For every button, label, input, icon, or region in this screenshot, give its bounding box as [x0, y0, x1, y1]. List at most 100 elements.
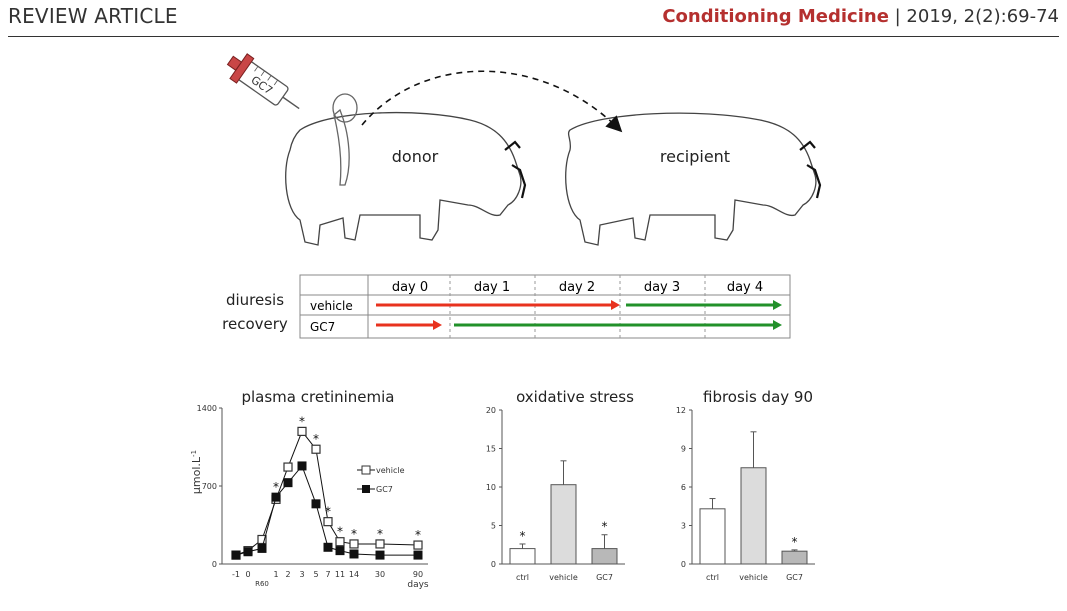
timeline-table: diuresis recovery day 0 day 1 day 2 day … [222, 274, 791, 339]
chart1-point-vehicle [257, 534, 267, 545]
chart2-ytick-label: 5 [491, 522, 496, 531]
chart3-xtick-label: ctrl [706, 573, 719, 582]
chart2-bar [509, 548, 536, 565]
chart3-xtick-label: vehicle [739, 573, 768, 582]
chart1-significance: * [313, 432, 319, 446]
recipient-label: recipient [660, 147, 730, 166]
chart1-point-gc7 [413, 550, 423, 560]
gc7-red-arrow-head [433, 320, 442, 330]
timeline-row-vehicle: vehicle [310, 299, 353, 313]
chart2-ytick-label: 15 [486, 445, 496, 454]
chart1-point-vehicle [349, 539, 359, 549]
chart1-significance: * [351, 527, 357, 541]
chart3-ytick-label: 6 [681, 483, 686, 492]
chart1-point-gc7 [231, 550, 241, 560]
chart1-xtick-label: 5 [313, 570, 318, 579]
chart1-xtick-label: 3 [299, 570, 304, 579]
timeline-label-diuresis: diuresis [226, 291, 284, 309]
chart1-title: plasma cretininemia [241, 388, 394, 406]
chart1-point-gc7 [375, 550, 385, 560]
chart1-significance: * [299, 414, 305, 428]
journal-name: Conditioning Medicine [662, 6, 889, 27]
chart1-point-vehicle [297, 426, 307, 436]
chart2-ytick-label: 0 [491, 560, 496, 569]
chart1-xtick-label: -1 [232, 570, 240, 579]
chart1-xtick-label: 14 [349, 570, 359, 579]
chart3-ytick-label: 12 [676, 406, 686, 415]
timeline-day-0: day 0 [392, 280, 428, 295]
vehicle-red-arrow-head [611, 300, 620, 310]
chart1-point-gc7 [323, 542, 333, 552]
chart3-bar [740, 467, 767, 565]
transplant-arrow [361, 70, 623, 133]
timeline-row-gc7: GC7 [310, 320, 335, 334]
chart3-title: fibrosis day 90 [703, 388, 813, 406]
citation-text: 2019, 2(2):69-74 [906, 6, 1059, 27]
timeline-day-3: day 3 [644, 280, 680, 295]
chart3-bar [781, 550, 808, 565]
chart1-xtick-label: 90 [413, 570, 423, 579]
section-label: REVIEW ARTICLE [8, 4, 178, 28]
chart3-significance: * [792, 535, 798, 549]
chart1-xtick-label: 2 [285, 570, 290, 579]
chart1-point-vehicle [311, 444, 321, 454]
chart2-xtick-label: vehicle [549, 573, 578, 582]
chart2-ytick-label: 20 [486, 406, 496, 415]
chart1-xtick-label: 1 [273, 570, 278, 579]
chart1-point-vehicle [323, 517, 333, 527]
gc7-green-arrow-head [773, 320, 782, 330]
recipient-pig [565, 112, 822, 246]
chart1-point-gc7 [297, 461, 307, 471]
chart1-point-gc7 [243, 547, 253, 557]
chart3-ytick-label: 3 [681, 522, 686, 531]
chart1-point-gc7 [335, 546, 345, 556]
chart3-ytick-label: 9 [681, 445, 686, 454]
syringe: GC7 [226, 53, 300, 110]
chart1-significance: * [337, 525, 343, 539]
chart1-xtick-label: 7 [325, 570, 330, 579]
chart1-point-gc7 [257, 543, 267, 553]
chart2-bar [550, 484, 577, 565]
chart1-ytick-label: 0 [212, 560, 217, 569]
chart1-point-vehicle [335, 537, 345, 547]
chart3-xtick-label: GC7 [786, 573, 803, 582]
chart2-xtick-label: ctrl [516, 573, 529, 582]
chart2-title: oxidative stress [516, 388, 634, 406]
timeline-border [299, 274, 791, 339]
header-rule [8, 36, 1059, 37]
chart2-significance: * [602, 520, 608, 534]
chart1-y-label-sup: -1 [190, 450, 198, 457]
legend-vehicle-marker [361, 465, 371, 475]
chart1-xtick-label: 30 [375, 570, 385, 579]
citation-separator: | [888, 6, 907, 27]
timeline-day-2: day 2 [559, 280, 595, 295]
chart1-point-vehicle [375, 539, 385, 549]
chart1-significance: * [325, 505, 331, 519]
chart1-significance: * [377, 527, 383, 541]
legend-gc7-label: GC7 [376, 485, 393, 494]
chart1-point-gc7 [271, 492, 281, 502]
legend-gc7-marker [362, 485, 370, 493]
timeline-day-1: day 1 [474, 280, 510, 295]
chart1-significance: * [415, 528, 421, 542]
chart2-bar [591, 548, 618, 565]
chart3-bar [699, 508, 726, 565]
chart1-xtick-label: 0 [245, 570, 250, 579]
chart1-point-vehicle [413, 540, 423, 550]
legend-vehicle-label: vehicle [376, 466, 405, 475]
journal-citation: Conditioning Medicine | 2019, 2(2):69-74 [662, 6, 1059, 27]
chart1-ytick-label: 700 [202, 482, 217, 491]
chart1-xtick-label: 11 [335, 570, 345, 579]
timeline-label-recovery: recovery [222, 315, 288, 333]
chart1-significance: * [273, 480, 279, 494]
timeline-day-4: day 4 [727, 280, 763, 295]
chart2-ytick-label: 10 [486, 483, 496, 492]
chart1-point-vehicle [283, 462, 293, 472]
chart2-significance: * [520, 529, 526, 543]
chart1-ytick-label: 1400 [197, 404, 217, 413]
chart1-sublabel: R60 [255, 580, 269, 588]
donor-label: donor [392, 147, 439, 166]
chart1-x-label: days [407, 580, 429, 590]
